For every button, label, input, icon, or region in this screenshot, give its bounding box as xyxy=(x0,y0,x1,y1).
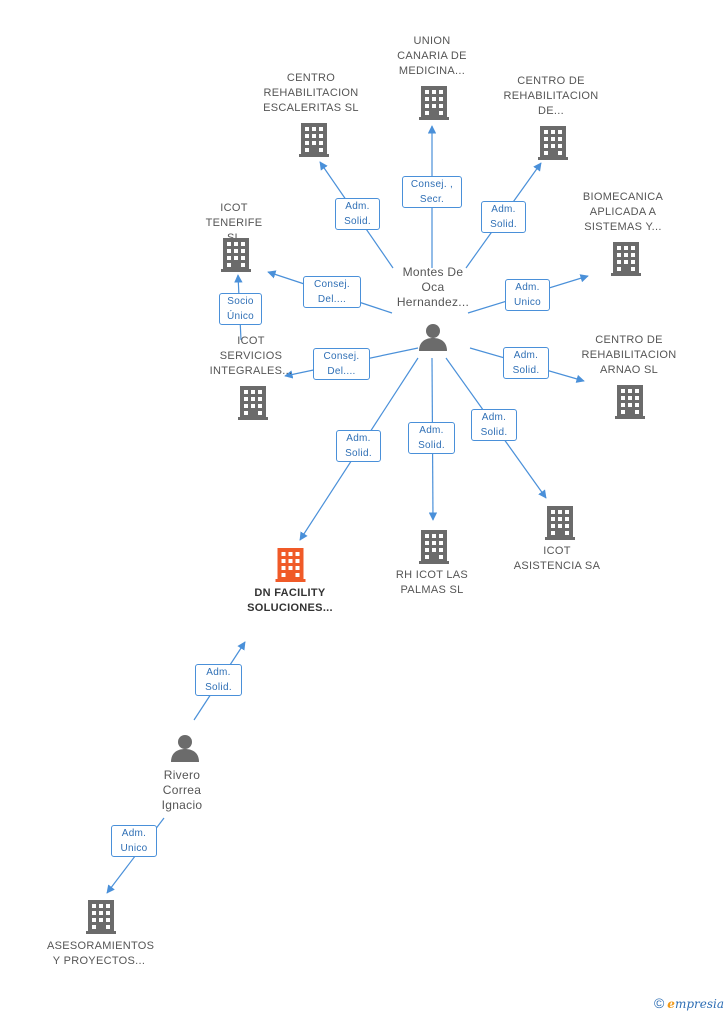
building-icon[interactable] xyxy=(615,385,645,419)
relation-badge-rh-icot[interactable]: Adm. Solid. xyxy=(408,422,455,454)
relation-badge-dn-facility[interactable]: Adm. Solid. xyxy=(336,430,381,462)
relation-badge-escaleritas[interactable]: Adm. Solid. xyxy=(335,198,380,230)
brand-initial: e xyxy=(667,997,675,1011)
relation-badge-icot-tenerife[interactable]: Consej. Del.... xyxy=(303,276,361,308)
building-icon[interactable] xyxy=(611,242,641,276)
company-biomecanica[interactable]: BIOMECANICA APLICADA A SISTEMAS Y... xyxy=(568,190,678,235)
company-label: ICOT SERVICIOS INTEGRALES... xyxy=(209,335,293,377)
company-label: BIOMECANICA APLICADA A SISTEMAS Y... xyxy=(582,191,664,233)
building-icon[interactable] xyxy=(86,900,116,934)
person-icon[interactable] xyxy=(170,734,200,762)
brand-footer: ©empresia xyxy=(654,995,724,1011)
copyright-symbol: © xyxy=(653,995,665,1011)
company-asesoramientos[interactable]: ASESORAMIENTOS Y PROYECTOS... xyxy=(44,939,154,969)
building-icon[interactable] xyxy=(419,530,449,564)
company-label: CENTRO REHABILITACION ESCALERITAS SL xyxy=(263,72,359,114)
relation-badge-arnao[interactable]: Adm. Solid. xyxy=(503,347,549,379)
building-icon[interactable] xyxy=(545,506,575,540)
relation-badge-tenerife-servicios[interactable]: Socio Único xyxy=(219,293,262,325)
brand-name: mpresia xyxy=(674,997,724,1011)
relation-badge-rivero-asesoramientos[interactable]: Adm. Unico xyxy=(111,825,157,857)
person-montes-de-oca[interactable]: Montes De Oca Hernandez... xyxy=(388,265,478,310)
building-icon[interactable] xyxy=(419,86,449,120)
company-label: ASESORAMIENTOS Y PROYECTOS... xyxy=(47,940,155,967)
relation-badge-biomecanica[interactable]: Adm. Unico xyxy=(505,279,550,311)
company-label: RH ICOT LAS PALMAS SL xyxy=(395,569,469,596)
person-label: Montes De Oca Hernandez... xyxy=(396,265,470,309)
relation-badge-union-canaria[interactable]: Consej. , Secr. xyxy=(402,176,462,208)
company-label: CENTRO DE REHABILITACION ARNAO SL xyxy=(581,334,677,376)
company-label: ICOT ASISTENCIA SA xyxy=(513,545,601,572)
company-centro-rehab[interactable]: CENTRO DE REHABILITACION DE... xyxy=(496,74,606,119)
building-icon[interactable] xyxy=(221,238,251,272)
building-icon[interactable] xyxy=(275,548,306,582)
company-label: DN FACILITY SOLUCIONES... xyxy=(247,587,333,614)
company-rh-icot[interactable]: RH ICOT LAS PALMAS SL xyxy=(382,568,482,598)
company-dn-facility[interactable]: DN FACILITY SOLUCIONES... xyxy=(236,586,344,616)
building-icon[interactable] xyxy=(299,123,329,157)
company-icot-asistencia[interactable]: ICOT ASISTENCIA SA xyxy=(507,544,607,574)
company-icot-servicios[interactable]: ICOT SERVICIOS INTEGRALES... xyxy=(201,334,301,379)
company-label: CENTRO DE REHABILITACION DE... xyxy=(503,75,599,117)
relation-badge-icot-asistencia[interactable]: Adm. Solid. xyxy=(471,409,517,441)
person-icon[interactable] xyxy=(418,323,448,351)
relation-badge-icot-servicios[interactable]: Consej. Del.... xyxy=(313,348,370,380)
relation-badge-centro-rehab[interactable]: Adm. Solid. xyxy=(481,201,526,233)
person-label: Rivero Correa Ignacio xyxy=(161,768,203,812)
relation-badge-rivero-dn[interactable]: Adm. Solid. xyxy=(195,664,242,696)
building-icon[interactable] xyxy=(538,126,568,160)
company-label: UNION CANARIA DE MEDICINA... xyxy=(397,35,467,77)
company-union-canaria[interactable]: UNION CANARIA DE MEDICINA... xyxy=(382,34,482,79)
person-rivero[interactable]: Rivero Correa Ignacio xyxy=(147,768,217,813)
company-arnao[interactable]: CENTRO DE REHABILITACION ARNAO SL xyxy=(574,333,684,378)
building-icon[interactable] xyxy=(238,386,268,420)
company-escaleritas[interactable]: CENTRO REHABILITACION ESCALERITAS SL xyxy=(256,71,366,116)
